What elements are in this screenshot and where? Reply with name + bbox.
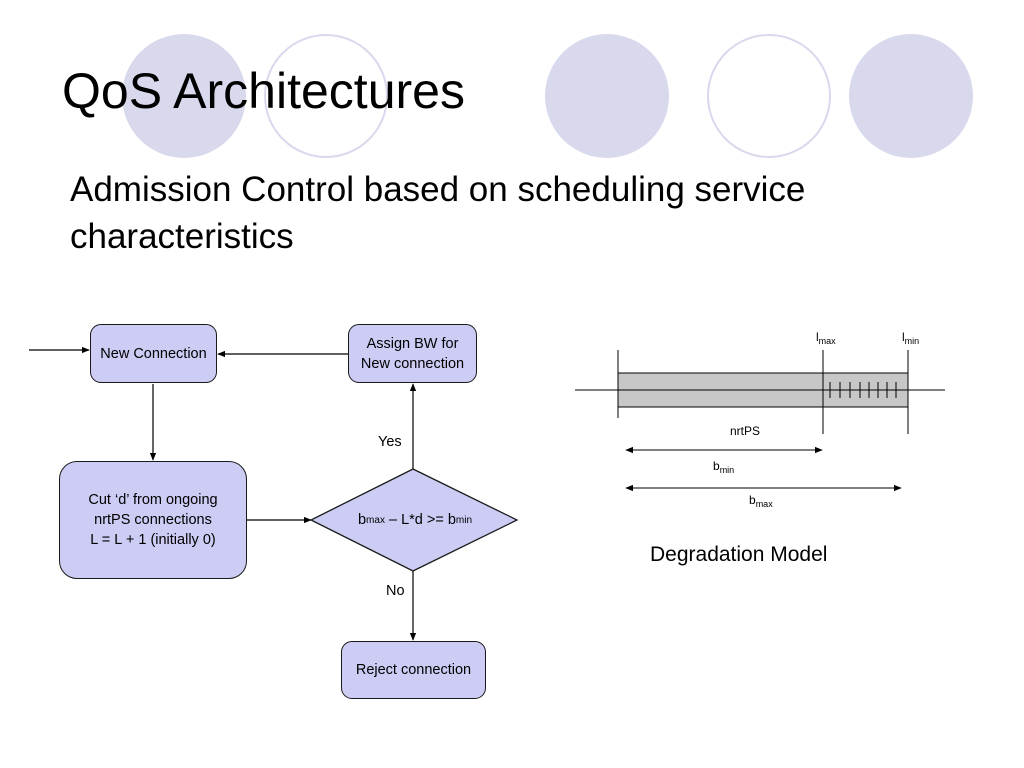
label-lmax: lmax — [816, 330, 836, 346]
node-assign-bw: Assign BW for New connection — [348, 324, 477, 383]
label-no: No — [386, 583, 405, 599]
degradation-model — [575, 350, 945, 492]
decision-diamond — [309, 468, 519, 572]
decor-circle-outline — [264, 34, 388, 158]
label-bmin: bmin — [713, 459, 735, 475]
label-nrtps: nrtPS — [730, 424, 761, 438]
degradation-caption: Degradation Model — [650, 543, 828, 566]
decor-circle-outline — [707, 34, 831, 158]
label-yes: Yes — [378, 434, 402, 450]
slide-subtitle: Admission Control based on scheduling se… — [70, 170, 806, 256]
decor-circle-filled — [545, 34, 669, 158]
label-bmax: bmax — [749, 493, 773, 509]
decor-circle-filled — [849, 34, 973, 158]
node-new-connection: New Connection — [90, 324, 217, 383]
node-cut-d: Cut ‘d’ from ongoing nrtPS connections L… — [59, 461, 247, 579]
label-lmin: lmin — [902, 330, 920, 346]
node-reject-connection: Reject connection — [341, 641, 486, 699]
decor-circle-filled — [122, 34, 246, 158]
slide-title: QoS Architectures — [62, 63, 465, 119]
hatch-marks — [829, 382, 897, 398]
